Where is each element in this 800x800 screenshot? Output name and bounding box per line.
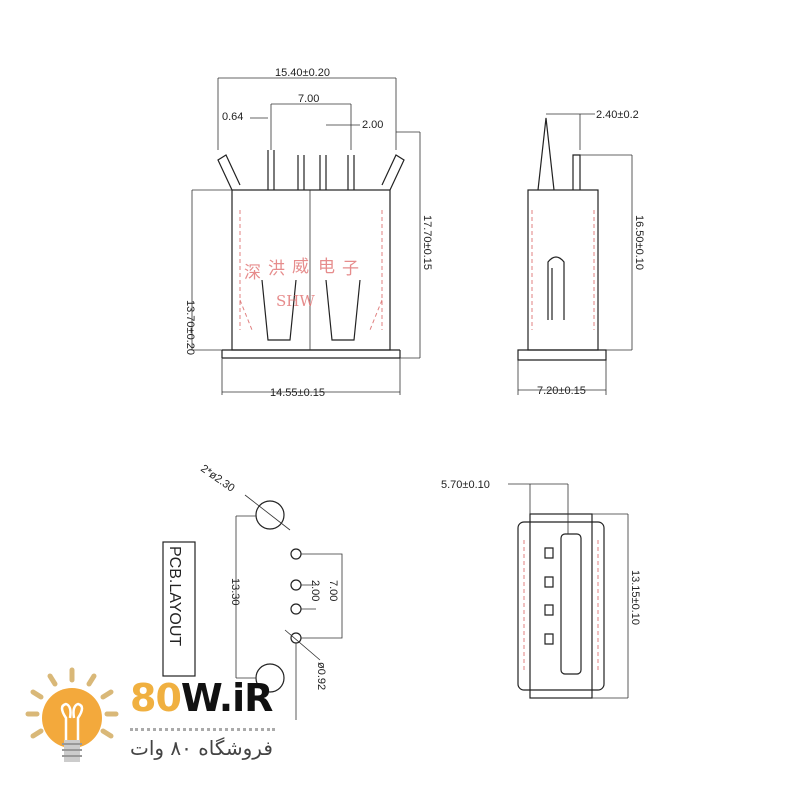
dim-pin-span: 7.00 — [298, 93, 319, 105]
dim-side-depth: 7.20±0.15 — [537, 385, 586, 397]
pins — [267, 150, 355, 190]
dim-total-height: 17.70±0.15 — [421, 215, 433, 270]
dim-width-total: 15.40±0.20 — [275, 67, 330, 79]
watermark-char: 子 — [342, 259, 359, 279]
right-tab — [381, 154, 405, 191]
dim-side-height: 16.50±0.10 — [633, 215, 645, 270]
watermark-char: 电 — [318, 257, 335, 277]
dim-pcb-pin-span: 7.00 — [327, 580, 339, 601]
front-view: 15.40±0.20 7.00 0.64 2.00 13.70±0.20 17.… — [184, 67, 433, 399]
watermark-char: 洪 — [268, 259, 285, 279]
lightbulb-icon — [25, 667, 119, 762]
dim-tab-width: 2.40±0.2 — [596, 109, 639, 121]
dim-pcb-pin-pitch: 2.00 — [309, 580, 321, 601]
dim-top-length: 13.15±0.10 — [629, 570, 641, 625]
left-tab — [217, 154, 241, 191]
watermark-char: 深 — [244, 263, 261, 283]
dim-pin-pitch: 2.00 — [362, 119, 383, 131]
dim-body-width: 14.55±0.15 — [270, 387, 325, 399]
dim-pin-width: 0.64 — [222, 111, 243, 123]
logo-divider — [130, 728, 275, 731]
dim-hole-spacing: 13.30 — [229, 578, 241, 606]
logo-brand: 80W.iR — [130, 676, 274, 720]
logo-tagline: فروشگاه ۸۰ وات — [130, 736, 273, 760]
side-view: 2.40±0.2 16.50±0.10 7.20±0.15 — [517, 109, 645, 397]
watermark-brand: SHW — [276, 292, 315, 310]
pcb-layout-title: PCB.LAYOUT — [166, 546, 183, 646]
dim-top-width: 5.70±0.10 — [441, 479, 490, 491]
top-view: 5.70±0.10 13.15±0.10 — [441, 479, 641, 699]
logo-brand-number: 80 — [130, 676, 182, 720]
contacts — [261, 279, 361, 341]
dim-mount-hole: 2*ø2.30 — [198, 463, 236, 495]
logo-brand-rest: W.iR — [180, 676, 274, 720]
front-base — [221, 349, 401, 359]
dim-pin-hole: ø0.92 — [315, 662, 327, 690]
pcb-layout-frame — [162, 541, 196, 677]
dim-body-height: 13.70±0.20 — [184, 300, 196, 355]
watermark-char: 威 — [292, 257, 309, 277]
